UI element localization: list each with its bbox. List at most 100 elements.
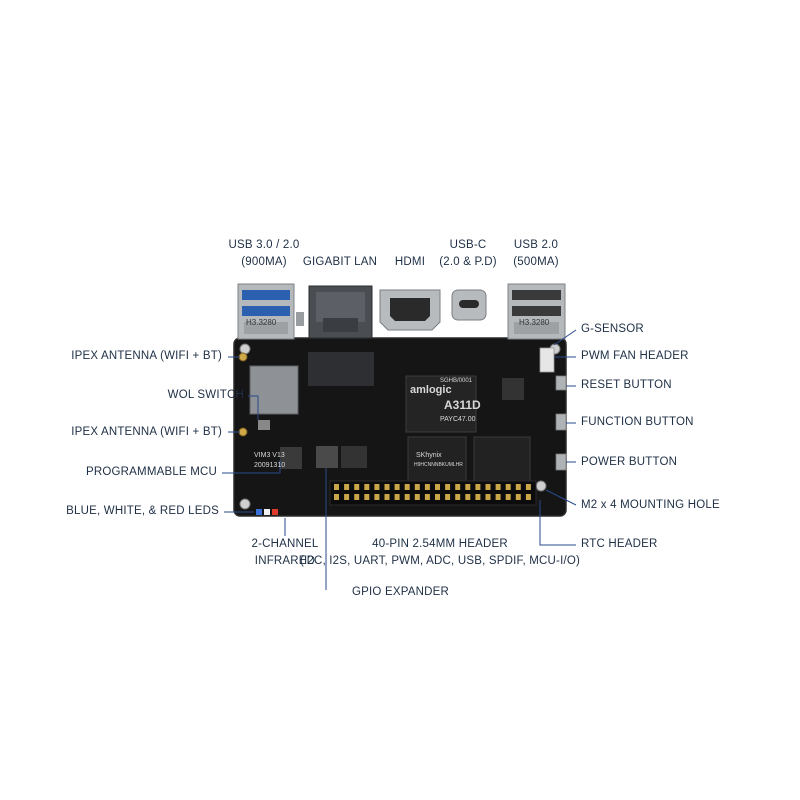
soc-subtext: SGHB/0001 — [440, 378, 473, 384]
blue-led — [256, 509, 262, 515]
label-gigabit-lan: GIGABIT LAN — [302, 256, 378, 268]
leader-line — [248, 395, 259, 420]
wifi-module — [249, 365, 299, 415]
hdmi-port — [379, 289, 441, 331]
usb3-port-text: H3.3280 — [246, 318, 277, 327]
label-usb3: USB 3.0 / 2.0(900mA) — [228, 239, 300, 268]
wol-switch-part — [258, 420, 270, 430]
soc-model: A311D — [444, 398, 481, 412]
usb2-port-text: H3.3280 — [519, 318, 550, 327]
gpio-header-base — [329, 480, 537, 506]
gpio-pin — [525, 494, 531, 500]
label-usb-c: USB-C(2.0 & P.D) — [439, 239, 497, 268]
usb-c-port — [451, 289, 487, 321]
gpio-pin — [515, 484, 521, 490]
label-ipex-antenna-2: IPEX ANTENNA (WIFI + BT) — [71, 426, 222, 438]
label-usb2: USB 2.0(500mA) — [513, 239, 559, 268]
g-sensor-chip — [502, 378, 524, 400]
leader-lines — [222, 329, 577, 590]
ram-part: H9HCNNNBKUMLHR — [414, 462, 463, 468]
leader-line — [539, 500, 576, 546]
label-pwm-fan-header: PWM FAN HEADER — [581, 350, 689, 362]
gpio-pin — [334, 494, 339, 500]
mounting-hole — [239, 343, 251, 355]
white-led — [264, 509, 270, 515]
mounting-hole — [535, 480, 547, 492]
gpio-pin — [354, 494, 360, 500]
gpio-pin — [505, 484, 511, 490]
label-hdmi: HDMI — [394, 256, 426, 268]
gpio-pin — [435, 484, 440, 490]
gpio-pin — [445, 484, 451, 490]
gpio-pin — [354, 484, 360, 490]
label-power-button: POWER BUTTON — [581, 456, 678, 468]
soc-code: PAYC47.00 — [440, 416, 476, 423]
inductor — [316, 446, 338, 468]
gpio-pin — [485, 484, 491, 490]
gpio-pin — [344, 494, 350, 500]
gpio-pin — [414, 484, 420, 490]
gpio-header-40-pin — [329, 480, 537, 506]
leader-line — [222, 460, 281, 474]
gpio-pin — [394, 494, 400, 500]
gpio-pin — [435, 494, 440, 500]
red-led — [272, 509, 278, 515]
gpio-pin — [475, 484, 481, 490]
gpio-pin — [404, 484, 410, 490]
label-ipex-antenna-1: IPEX ANTENNA (WIFI + BT) — [71, 350, 222, 362]
gpio-pin — [384, 484, 390, 490]
gpio-pin — [455, 484, 461, 490]
soc-brand: amlogic — [410, 384, 452, 396]
gpio-pin — [424, 484, 430, 490]
leader-line — [545, 489, 577, 506]
ram-brand: SKhynix — [416, 452, 442, 459]
ipex-connector-2 — [238, 427, 248, 437]
gpio-pin — [455, 494, 461, 500]
mcu-chip — [280, 447, 302, 469]
label-reset-button: RESET BUTTON — [581, 379, 672, 391]
gpio-pin — [445, 494, 451, 500]
ipex-connector-1 — [238, 352, 248, 362]
pcb-text-1: VIM3 V13 — [254, 452, 285, 459]
gpio-pin — [364, 484, 370, 490]
label-programmable-mcu: PROGRAMMABLE MCU — [86, 466, 217, 478]
gpio-pin — [374, 494, 380, 500]
usb3-port — [237, 283, 304, 340]
ram-chip-1 — [407, 436, 467, 482]
gpio-pin — [505, 494, 511, 500]
label-wol-switch: WOL SWITCH — [167, 389, 244, 401]
reset-button-part — [555, 375, 567, 391]
gpio-pin — [485, 494, 491, 500]
label-function-button: FUNCTION BUTTON — [581, 416, 694, 428]
soc-chip — [405, 375, 477, 433]
gpio-pin — [515, 494, 521, 500]
gpio-pin — [344, 484, 350, 490]
pcb-text-2: 20091310 — [254, 462, 286, 469]
label-leds: BLUE, WHITE, & RED LEDS — [66, 505, 219, 517]
leader-line — [553, 329, 577, 346]
gpio-pin — [414, 494, 420, 500]
gpio-pin — [394, 484, 400, 490]
label-rtc-header: RTC HEADER — [581, 538, 658, 550]
label-m2-mounting-hole: M2 x 4 MOUNTING HOLE — [581, 499, 720, 511]
gpio-pin — [495, 494, 501, 500]
power-button-part — [555, 453, 567, 471]
gpio-pin — [384, 494, 390, 500]
ram-chip-2 — [473, 436, 531, 482]
gpio-pin — [374, 484, 380, 490]
label-gpio-expander: GPIO EXPANDER — [352, 586, 449, 598]
function-button-part — [555, 413, 567, 431]
label-g-sensor: G-SENSOR — [581, 323, 644, 335]
label-gpio-header: 40-PIN 2.54MM HEADER(I2C, I2S, UART, PWM… — [299, 538, 581, 567]
pwm-fan-header — [539, 347, 555, 373]
gpio-pin — [465, 494, 471, 500]
lan-port — [308, 285, 373, 339]
gpio-pin — [364, 494, 370, 500]
gpio-pin — [465, 484, 471, 490]
gpio-expander-chip — [341, 446, 367, 468]
gpio-pin — [525, 484, 531, 490]
gpio-pin — [475, 494, 481, 500]
gpio-pin — [424, 494, 430, 500]
